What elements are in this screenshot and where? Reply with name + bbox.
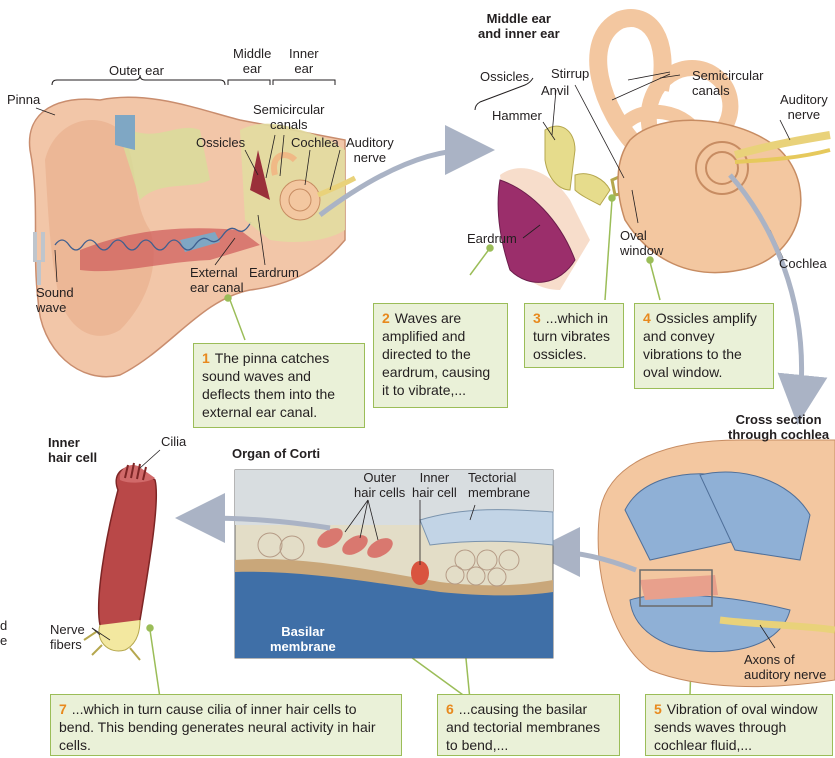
- eardrum-label-2: Eardrum: [467, 231, 517, 246]
- step-5-text: Vibration of oval window sends waves thr…: [654, 701, 818, 753]
- middle-inner-ear-title: Middle ear and inner ear: [478, 11, 560, 41]
- cochlea-label: Cochlea: [291, 135, 339, 150]
- ossicles-label-2: Ossicles: [480, 69, 529, 84]
- cochlea-label-2: Cochlea: [779, 256, 827, 271]
- step-2-text: Waves are amplified and directed to the …: [382, 310, 490, 398]
- auditory-nerve-label: Auditory nerve: [346, 135, 394, 165]
- cross-section-title: Cross section through cochlea: [728, 412, 829, 442]
- step-2-number: 2: [382, 310, 390, 326]
- inner-ear-label: Inner ear: [289, 46, 319, 76]
- pinna-label: Pinna: [7, 92, 40, 107]
- outer-hair-cells-label: Outer hair cells: [354, 470, 405, 500]
- step-1-number: 1: [202, 350, 210, 366]
- step-3-number: 3: [533, 310, 541, 326]
- step-3-text: ...which in turn vibrates ossicles.: [533, 310, 610, 362]
- step-4-number: 4: [643, 310, 651, 326]
- step-4-text: Ossicles amplify and convey vibrations t…: [643, 310, 757, 380]
- tectorial-membrane-label: Tectorial membrane: [468, 470, 530, 500]
- semicircular-canals-label: Semicircular canals: [253, 102, 325, 132]
- organ-of-corti-title: Organ of Corti: [232, 446, 320, 461]
- nerve-fibers-label: Nerve fibers: [50, 622, 85, 652]
- step-5-number: 5: [654, 701, 662, 717]
- axons-label: Axons of auditory nerve: [744, 652, 826, 682]
- step-7-number: 7: [59, 701, 67, 717]
- middle-ear-label: Middle ear: [233, 46, 271, 76]
- auditory-nerve-label-2: Auditory nerve: [780, 92, 828, 122]
- basilar-membrane-label: Basilar membrane: [270, 624, 336, 654]
- step-6-number: 6: [446, 701, 454, 717]
- inner-hair-cell-title: Inner hair cell: [48, 435, 97, 465]
- cochlea-cross-section-illustration: [598, 440, 835, 687]
- inner-hair-cell-label: Inner hair cell: [412, 470, 457, 500]
- external-ear-canal-label: External ear canal: [190, 265, 243, 295]
- hammer-label: Hammer: [492, 108, 542, 123]
- step-1-text: The pinna catches sound waves and deflec…: [202, 350, 335, 420]
- step-7-text: ...which in turn cause cilia of inner ha…: [59, 701, 376, 753]
- page-edge-fragment: d e: [0, 618, 7, 648]
- sound-wave-label: Sound wave: [36, 285, 74, 315]
- semicircular-canals-label-2: Semicircular canals: [692, 68, 764, 98]
- outer-ear-label: Outer ear: [109, 63, 164, 78]
- anvil-label: Anvil: [541, 83, 569, 98]
- step-6-callout: 6...causing the basilar and tectorial me…: [437, 694, 620, 756]
- oval-window-label: Oval window: [620, 228, 663, 258]
- stirrup-label: Stirrup: [551, 66, 589, 81]
- eardrum-label: Eardrum: [249, 265, 299, 280]
- step-6-text: ...causing the basilar and tectorial mem…: [446, 701, 600, 753]
- middle-inner-ear-illustration: [498, 18, 830, 290]
- step-7-callout: 7...which in turn cause cilia of inner h…: [50, 694, 402, 756]
- ossicles-label: Ossicles: [196, 135, 245, 150]
- cilia-label: Cilia: [161, 434, 186, 449]
- step-3-callout: 3...which in turn vibrates ossicles.: [524, 303, 624, 368]
